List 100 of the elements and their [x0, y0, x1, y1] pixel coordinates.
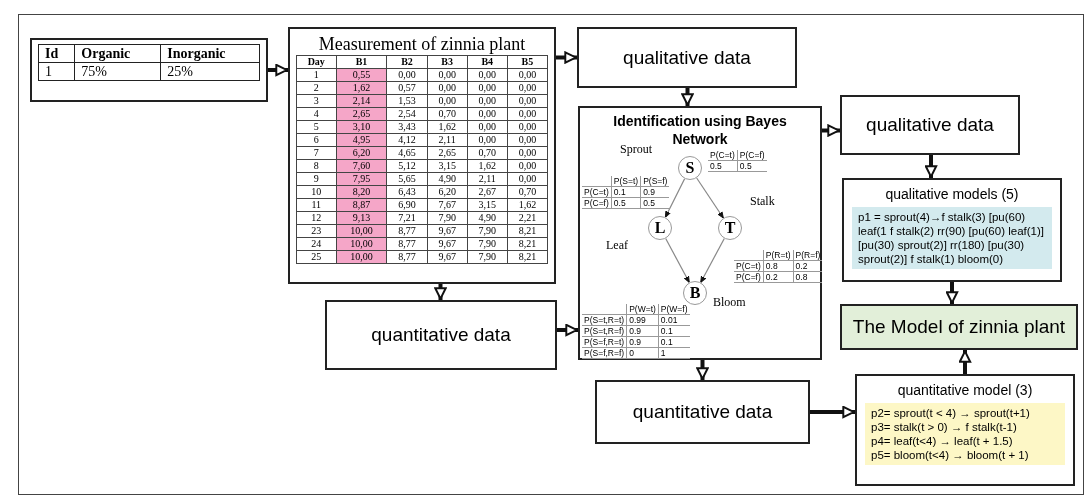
table-cell: 6,90	[387, 198, 428, 212]
table-cell: 0,00	[507, 159, 548, 173]
table-cell: P(C=t)	[582, 186, 612, 198]
table-cell: 0,00	[387, 68, 428, 82]
table-cell: 2	[296, 81, 337, 95]
block-arrow	[958, 350, 972, 374]
table-cell: 0,00	[427, 94, 468, 108]
table-header: P(R=t)	[763, 250, 794, 261]
table-cell: P(S=t,R=t)	[582, 314, 627, 326]
table-cell: 6	[296, 133, 337, 147]
table-cell: 0,00	[507, 81, 548, 95]
table-cell: 8,21	[507, 250, 548, 264]
table-cell: 8	[296, 159, 337, 173]
table-header: P(S=t)	[611, 176, 641, 187]
table-cell: 75%	[74, 62, 161, 81]
table-cell: 4,12	[387, 133, 428, 147]
table-cell: 0.9	[626, 325, 659, 337]
box-title: Measurement of zinnia plant	[317, 33, 527, 55]
table-cell: 24	[296, 237, 337, 251]
network-panel	[578, 106, 822, 360]
table-cell: 0,00	[467, 107, 508, 121]
table-cell: 25	[296, 250, 337, 264]
table-header: P(S=f)	[640, 176, 670, 187]
table-cell: Day	[296, 55, 337, 69]
table-cell: 0,00	[467, 81, 508, 95]
table-cell: 9,67	[427, 250, 468, 264]
node-caption: Bloom	[713, 295, 746, 310]
table-header: P(R=f)	[793, 250, 823, 261]
arrow	[665, 237, 690, 284]
table-cell: 0.1	[611, 186, 641, 198]
table-cell: B3	[427, 55, 468, 69]
table-cell: B1	[336, 55, 387, 69]
table-cell: 4	[296, 107, 337, 121]
table-cell: 2,65	[427, 146, 468, 160]
process-box	[577, 27, 797, 88]
table-cell: P(C=t)	[734, 260, 764, 272]
table-cell: 11	[296, 198, 337, 212]
box-title: quantitative model (3)	[896, 382, 1034, 398]
table-cell: 7,90	[467, 250, 508, 264]
block-arrow	[810, 405, 855, 419]
table-cell: 1	[38, 62, 75, 81]
process-box	[595, 380, 810, 444]
table-cell: 7,90	[427, 211, 468, 225]
table-cell: 8,77	[387, 237, 428, 251]
process-box	[840, 304, 1078, 350]
table-cell: 5,65	[387, 172, 428, 186]
table-cell: 1	[658, 347, 690, 359]
box-label: qualitative data	[865, 113, 995, 137]
network-node: T	[718, 216, 742, 240]
table-cell: 25%	[160, 62, 260, 81]
table-cell: 9,67	[427, 237, 468, 251]
model-box	[842, 178, 1062, 282]
rule-text: p3= stalk(t > 0) → f stalk(t-1)	[871, 420, 1018, 434]
table-cell: 0.2	[763, 271, 794, 283]
block-arrow	[434, 284, 447, 300]
table-cell: 0.5	[737, 160, 767, 172]
table-cell: 7,67	[427, 198, 468, 212]
table-cell: 2,21	[507, 211, 548, 225]
table-cell: 0.5	[611, 197, 641, 209]
table-cell: Id	[38, 44, 75, 63]
block-arrow	[822, 124, 840, 137]
table-cell: 6,20	[427, 185, 468, 199]
table-cell: 0.5	[640, 197, 670, 209]
table-cell: 0,00	[427, 81, 468, 95]
block-arrow	[681, 88, 694, 106]
node-caption: Sprout	[620, 142, 652, 157]
table-cell: 1,62	[507, 198, 548, 212]
table-cell: 0,00	[467, 68, 508, 82]
table-cell: 3,43	[387, 120, 428, 134]
table-cell: 3,15	[467, 198, 508, 212]
table-cell: 0,00	[507, 107, 548, 121]
table-cell: Inorganic	[160, 44, 260, 63]
table-cell: 0.1	[658, 336, 690, 348]
table-cell: 4,90	[467, 211, 508, 225]
table-cell: 0,70	[507, 185, 548, 199]
table-box	[288, 27, 556, 284]
table-cell: P(C=f)	[582, 197, 612, 209]
table-cell: 7	[296, 146, 337, 160]
table-cell: 9,67	[427, 224, 468, 238]
table-cell: 0,57	[387, 81, 428, 95]
block-arrow	[557, 323, 578, 337]
box-label: quantitative data	[631, 400, 774, 424]
rule-text: p4= leaf(t<4) → leaf(t + 1.5)	[871, 434, 1014, 448]
table-cell: 2,11	[427, 133, 468, 147]
table-cell: 0.2	[793, 260, 823, 272]
table-cell: 8,21	[507, 237, 548, 251]
node-caption: Leaf	[606, 238, 628, 253]
table-cell: 0.01	[658, 314, 690, 326]
table-cell: P(C=f)	[734, 271, 764, 283]
table-cell: 1,62	[467, 159, 508, 173]
table-cell: P(S=f,R=f)	[582, 347, 627, 359]
table-cell: 0,00	[467, 120, 508, 134]
rule-text: p5= bloom(t<4) → bloom(t + 1)	[871, 448, 1030, 462]
table-cell: 0,00	[507, 94, 548, 108]
table-cell: Organic	[74, 44, 161, 63]
table-cell: 1,53	[387, 94, 428, 108]
table-cell: 0.9	[626, 336, 659, 348]
table-cell: 4,65	[387, 146, 428, 160]
table-cell: 3	[296, 94, 337, 108]
table-cell: 2,54	[387, 107, 428, 121]
